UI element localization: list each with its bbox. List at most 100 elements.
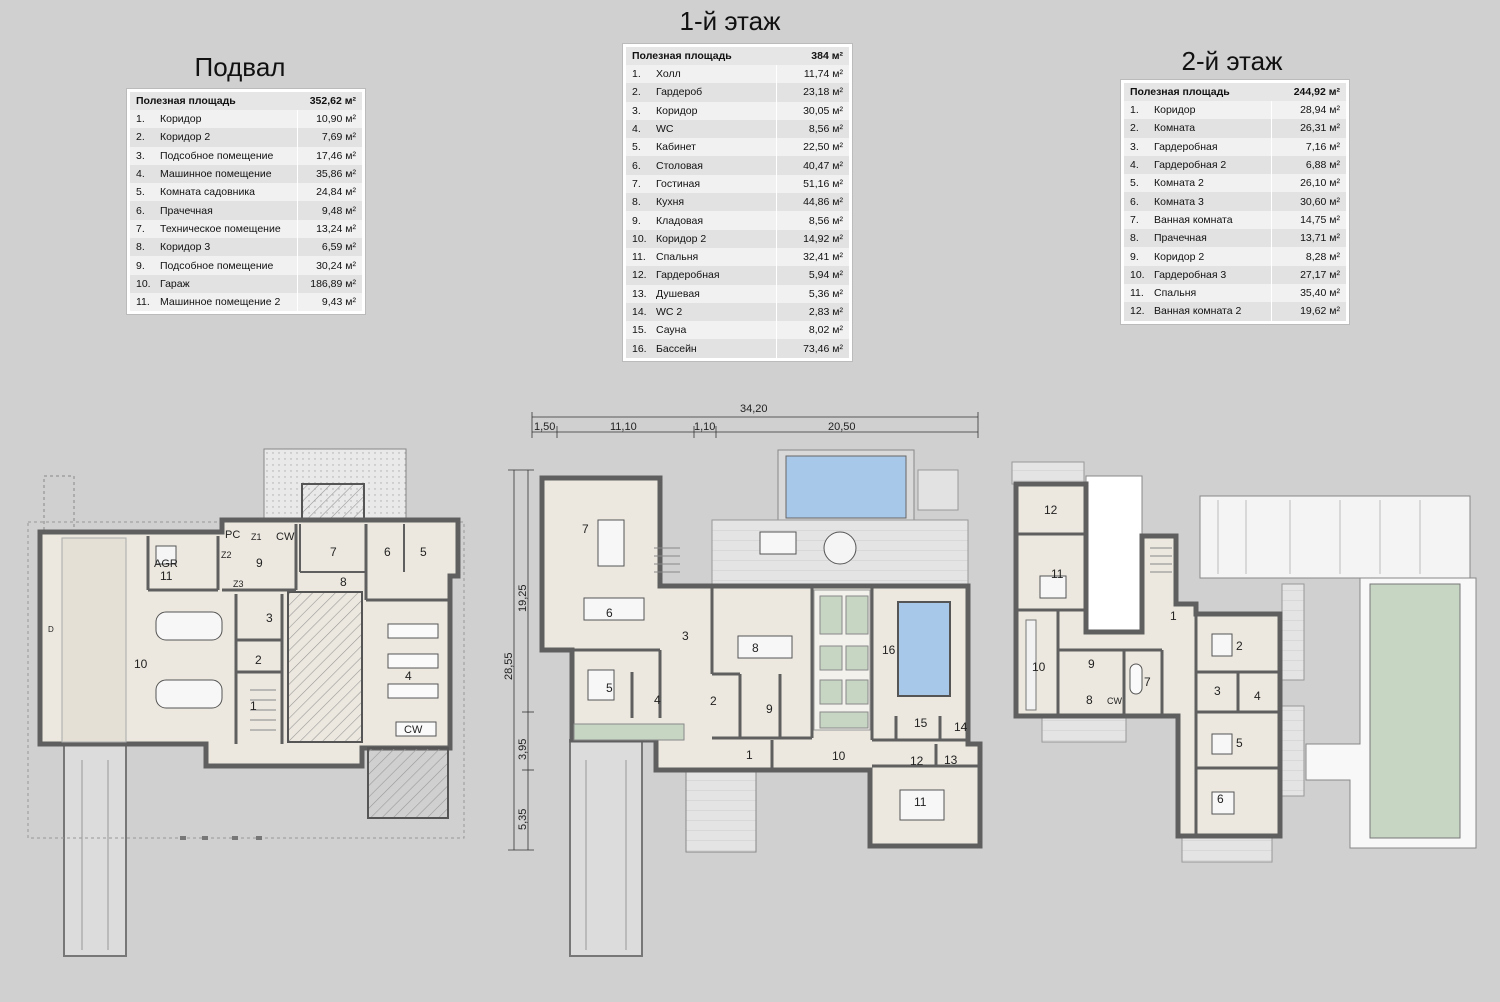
room-label-14: 14 bbox=[954, 720, 968, 734]
pc-label: PC bbox=[225, 529, 240, 541]
dimension-d2: 3,95 bbox=[517, 739, 529, 760]
room-number: 13. bbox=[626, 284, 652, 303]
room-label-13: 13 bbox=[944, 753, 958, 767]
room-area: 8,56 м² bbox=[775, 211, 849, 230]
room-number: 14. bbox=[626, 302, 652, 322]
room-number: 10. bbox=[1124, 265, 1150, 284]
room-number: 2. bbox=[626, 83, 652, 102]
table-header-label: Полезная площадь bbox=[1124, 83, 1272, 101]
cw-label-2: CW bbox=[404, 724, 423, 736]
room-area: 13,24 м² bbox=[297, 219, 362, 239]
floor1-plan: 34,20 1,50 11,10 1,10 20,50 28,55 19,25 … bbox=[503, 403, 983, 957]
room-label-2: 2 bbox=[255, 653, 262, 667]
room-number: 8. bbox=[130, 238, 156, 257]
room-number: 1. bbox=[130, 110, 156, 129]
room-name: Душевая bbox=[652, 284, 777, 303]
room-name: Столовая bbox=[652, 156, 777, 175]
room-name: Прачечная bbox=[1150, 229, 1272, 248]
floor1-body bbox=[539, 475, 983, 849]
room-number: 10. bbox=[130, 274, 156, 293]
room-label-5: 5 bbox=[1236, 736, 1243, 750]
room-label-3: 3 bbox=[266, 611, 273, 625]
room-name: Коридор 2 bbox=[652, 229, 777, 248]
table-header-total: 244,92 м² bbox=[1271, 83, 1346, 101]
dimension-w1: 1,50 bbox=[534, 421, 555, 433]
room-name: Коридор 3 bbox=[156, 238, 298, 257]
room-area: 13,71 м² bbox=[1271, 229, 1346, 248]
room-label-10: 10 bbox=[1032, 660, 1046, 674]
room-label-4: 4 bbox=[405, 669, 412, 683]
room-name: Гардеробная bbox=[1150, 137, 1272, 156]
room-name: Машинное помещение bbox=[156, 164, 298, 184]
room-label-12: 12 bbox=[910, 754, 924, 768]
floor1-title: 1-й этаж bbox=[679, 6, 781, 36]
room-number: 4. bbox=[626, 119, 652, 139]
room-number: 6. bbox=[626, 156, 652, 175]
room-label-9: 9 bbox=[1088, 657, 1095, 671]
room-name: Комната 3 bbox=[1150, 192, 1272, 211]
room-area: 28,94 м² bbox=[1271, 101, 1346, 120]
room-label-7: 7 bbox=[330, 545, 337, 559]
room-label-7: 7 bbox=[582, 522, 589, 536]
dimension-total-depth: 28,55 bbox=[503, 652, 515, 680]
z2-label: Z2 bbox=[221, 550, 232, 560]
room-area: 5,36 м² bbox=[775, 284, 849, 303]
room-area: 9,48 м² bbox=[297, 201, 362, 220]
room-name: WC 2 bbox=[652, 302, 777, 322]
room-number: 3. bbox=[626, 101, 652, 120]
room-number: 4. bbox=[130, 164, 156, 184]
room-number: 15. bbox=[626, 321, 652, 340]
room-number: 12. bbox=[1124, 302, 1150, 321]
room-name: Техническое помещение bbox=[156, 219, 298, 239]
table-header-label: Полезная площадь bbox=[130, 92, 298, 110]
room-label-2: 2 bbox=[710, 694, 717, 708]
room-label-6: 6 bbox=[384, 545, 391, 559]
dimension-d3: 5,35 bbox=[517, 809, 529, 830]
room-name: Коридор bbox=[652, 101, 777, 120]
unexcavated-zone-2 bbox=[367, 747, 449, 819]
room-label-8: 8 bbox=[752, 641, 759, 655]
room-name: Спальня bbox=[652, 247, 777, 267]
room-area: 17,46 м² bbox=[297, 146, 362, 165]
room-number: 2. bbox=[1124, 119, 1150, 138]
cw-label: CW bbox=[276, 531, 295, 543]
room-name: Гардеробная bbox=[652, 266, 777, 285]
room-area: 30,60 м² bbox=[1271, 192, 1346, 211]
room-label-8: 8 bbox=[340, 575, 347, 589]
room-area: 8,56 м² bbox=[775, 119, 849, 139]
room-area: 6,59 м² bbox=[297, 238, 362, 257]
room-name: Гостиная bbox=[652, 174, 777, 194]
floor2-plan: 12 11 10 9 8 CW 7 1 2 3 4 5 6 bbox=[1011, 461, 1477, 863]
room-number: 3. bbox=[1124, 137, 1150, 156]
basement-title: Подвал bbox=[194, 52, 286, 82]
room-number: 11. bbox=[1124, 283, 1150, 303]
room-area: 30,05 м² bbox=[775, 101, 849, 120]
room-area: 8,02 м² bbox=[775, 321, 849, 340]
room-area: 5,94 м² bbox=[775, 266, 849, 285]
room-area: 14,92 м² bbox=[775, 229, 849, 248]
room-area: 44,86 м² bbox=[775, 193, 849, 212]
room-label-16: 16 bbox=[882, 643, 896, 657]
dimension-w2: 11,10 bbox=[610, 421, 637, 433]
